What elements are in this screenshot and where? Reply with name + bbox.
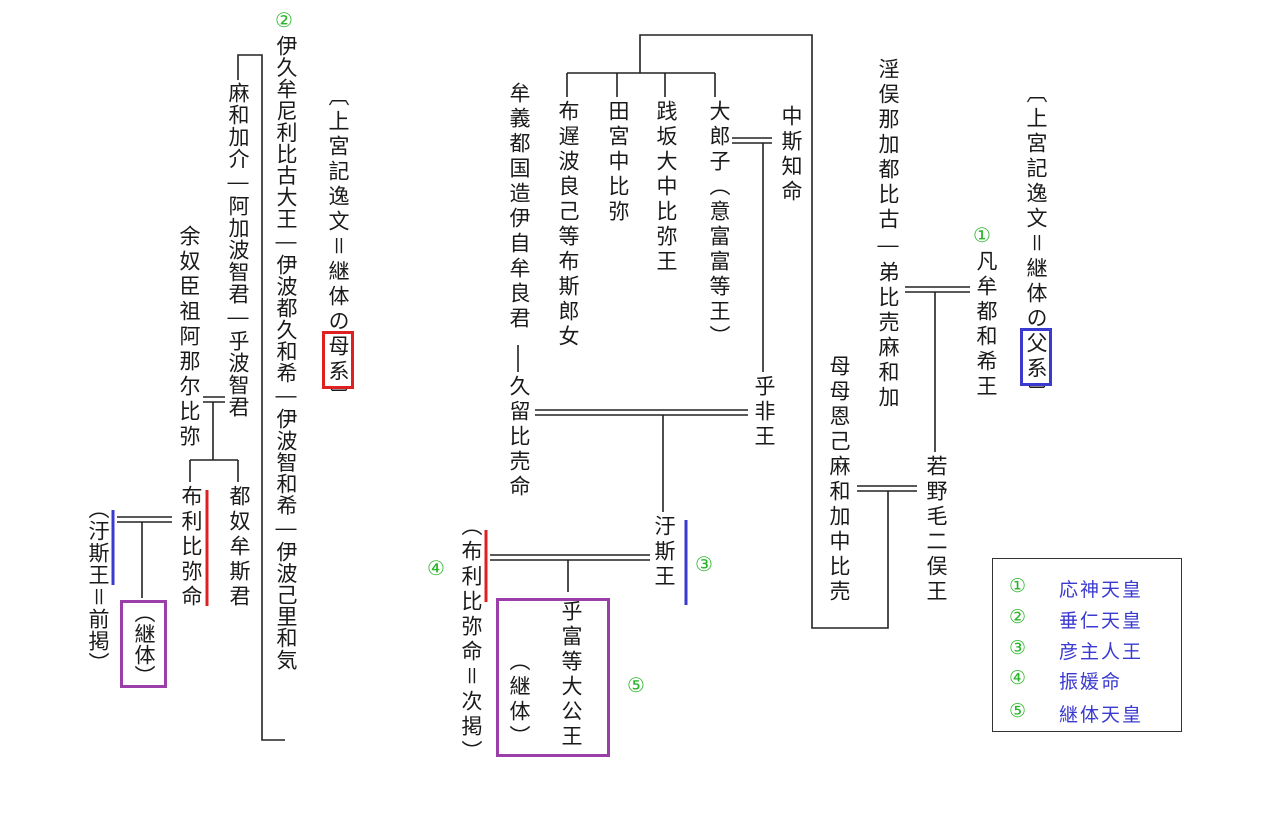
person-sakata: 践坂大中比弥王 [654, 100, 678, 275]
maternal-title: 〔上宮記逸文＝継体の母系〕 [322, 85, 354, 410]
person-keitai-left: （継体） [132, 602, 156, 686]
person-tsunu: 都奴牟斯君 [227, 485, 251, 610]
sibling-bracket [566, 72, 716, 97]
circled-number-5: ⑤ [627, 673, 645, 697]
paternal-title: 〔上宮記逸文＝継体の父系〕 [1020, 82, 1052, 407]
person-mawaka: 麻和加介―阿加波智君―乎波智君 [226, 82, 250, 418]
person-mugetsu: 牟義都国造伊自牟良君 [507, 82, 531, 332]
keitai-box-left [120, 600, 167, 688]
descent-line-outer [639, 34, 889, 629]
maternal-boxed-label: 母系 [322, 331, 354, 389]
circled-number-3: ③ [695, 552, 713, 576]
marriage-line-ohi [535, 409, 748, 416]
person-ushi-left: （汙斯王＝前掲） [86, 498, 110, 674]
person-furihime-left: 布利比弥命 [179, 485, 203, 610]
person-tamiya: 田宮中比弥 [606, 100, 630, 225]
person-ushi: 汙斯王 [652, 515, 676, 590]
marriage-line-wakanuke [857, 485, 917, 492]
person-keitai: （継体） [507, 650, 531, 750]
descent-line-ohachi [189, 402, 239, 482]
person-homuda: 凡牟都和希王 [974, 250, 998, 400]
person-momo: 母母恩己麻和加中比売 [827, 355, 851, 605]
paternal-boxed-label: 父系 [1020, 328, 1052, 386]
marriage-line-furi [117, 516, 172, 523]
marriage-line-ushi [490, 554, 650, 561]
keitai-box [496, 598, 610, 757]
person-ohodo: 乎富等大公王 [559, 600, 583, 750]
person-oiratsuko: 大郎子（意富富等王） [707, 100, 731, 350]
person-fuji: 布遅波良己等布斯郎女 [556, 100, 580, 350]
person-ikume: 伊久牟尼利比古大王―伊波都久和希―伊波智和希―伊波己里和気 [274, 35, 298, 671]
marriage-line-nakashi [732, 137, 772, 144]
circled-number-4: ④ [427, 556, 445, 580]
marriage-line-homuda [905, 286, 970, 293]
bracket-ikume [237, 54, 285, 741]
person-ohi: 乎非王 [752, 375, 776, 450]
person-nakashi: 中斯知命 [779, 105, 803, 205]
person-kuru: 久留比売命 [507, 375, 531, 500]
person-ohomata: 淫俣那加都比古―弟比売麻和加 [876, 58, 900, 411]
person-furihime: （布利比弥命＝次掲） [459, 515, 483, 765]
circled-number-2: ② [275, 8, 293, 32]
circled-number-1: ① [973, 223, 991, 247]
person-wakanuke: 若野毛二俣王 [924, 455, 948, 605]
marriage-line-ohachi [203, 396, 225, 403]
person-yonu: 余奴臣祖阿那尔比弥 [177, 225, 201, 450]
